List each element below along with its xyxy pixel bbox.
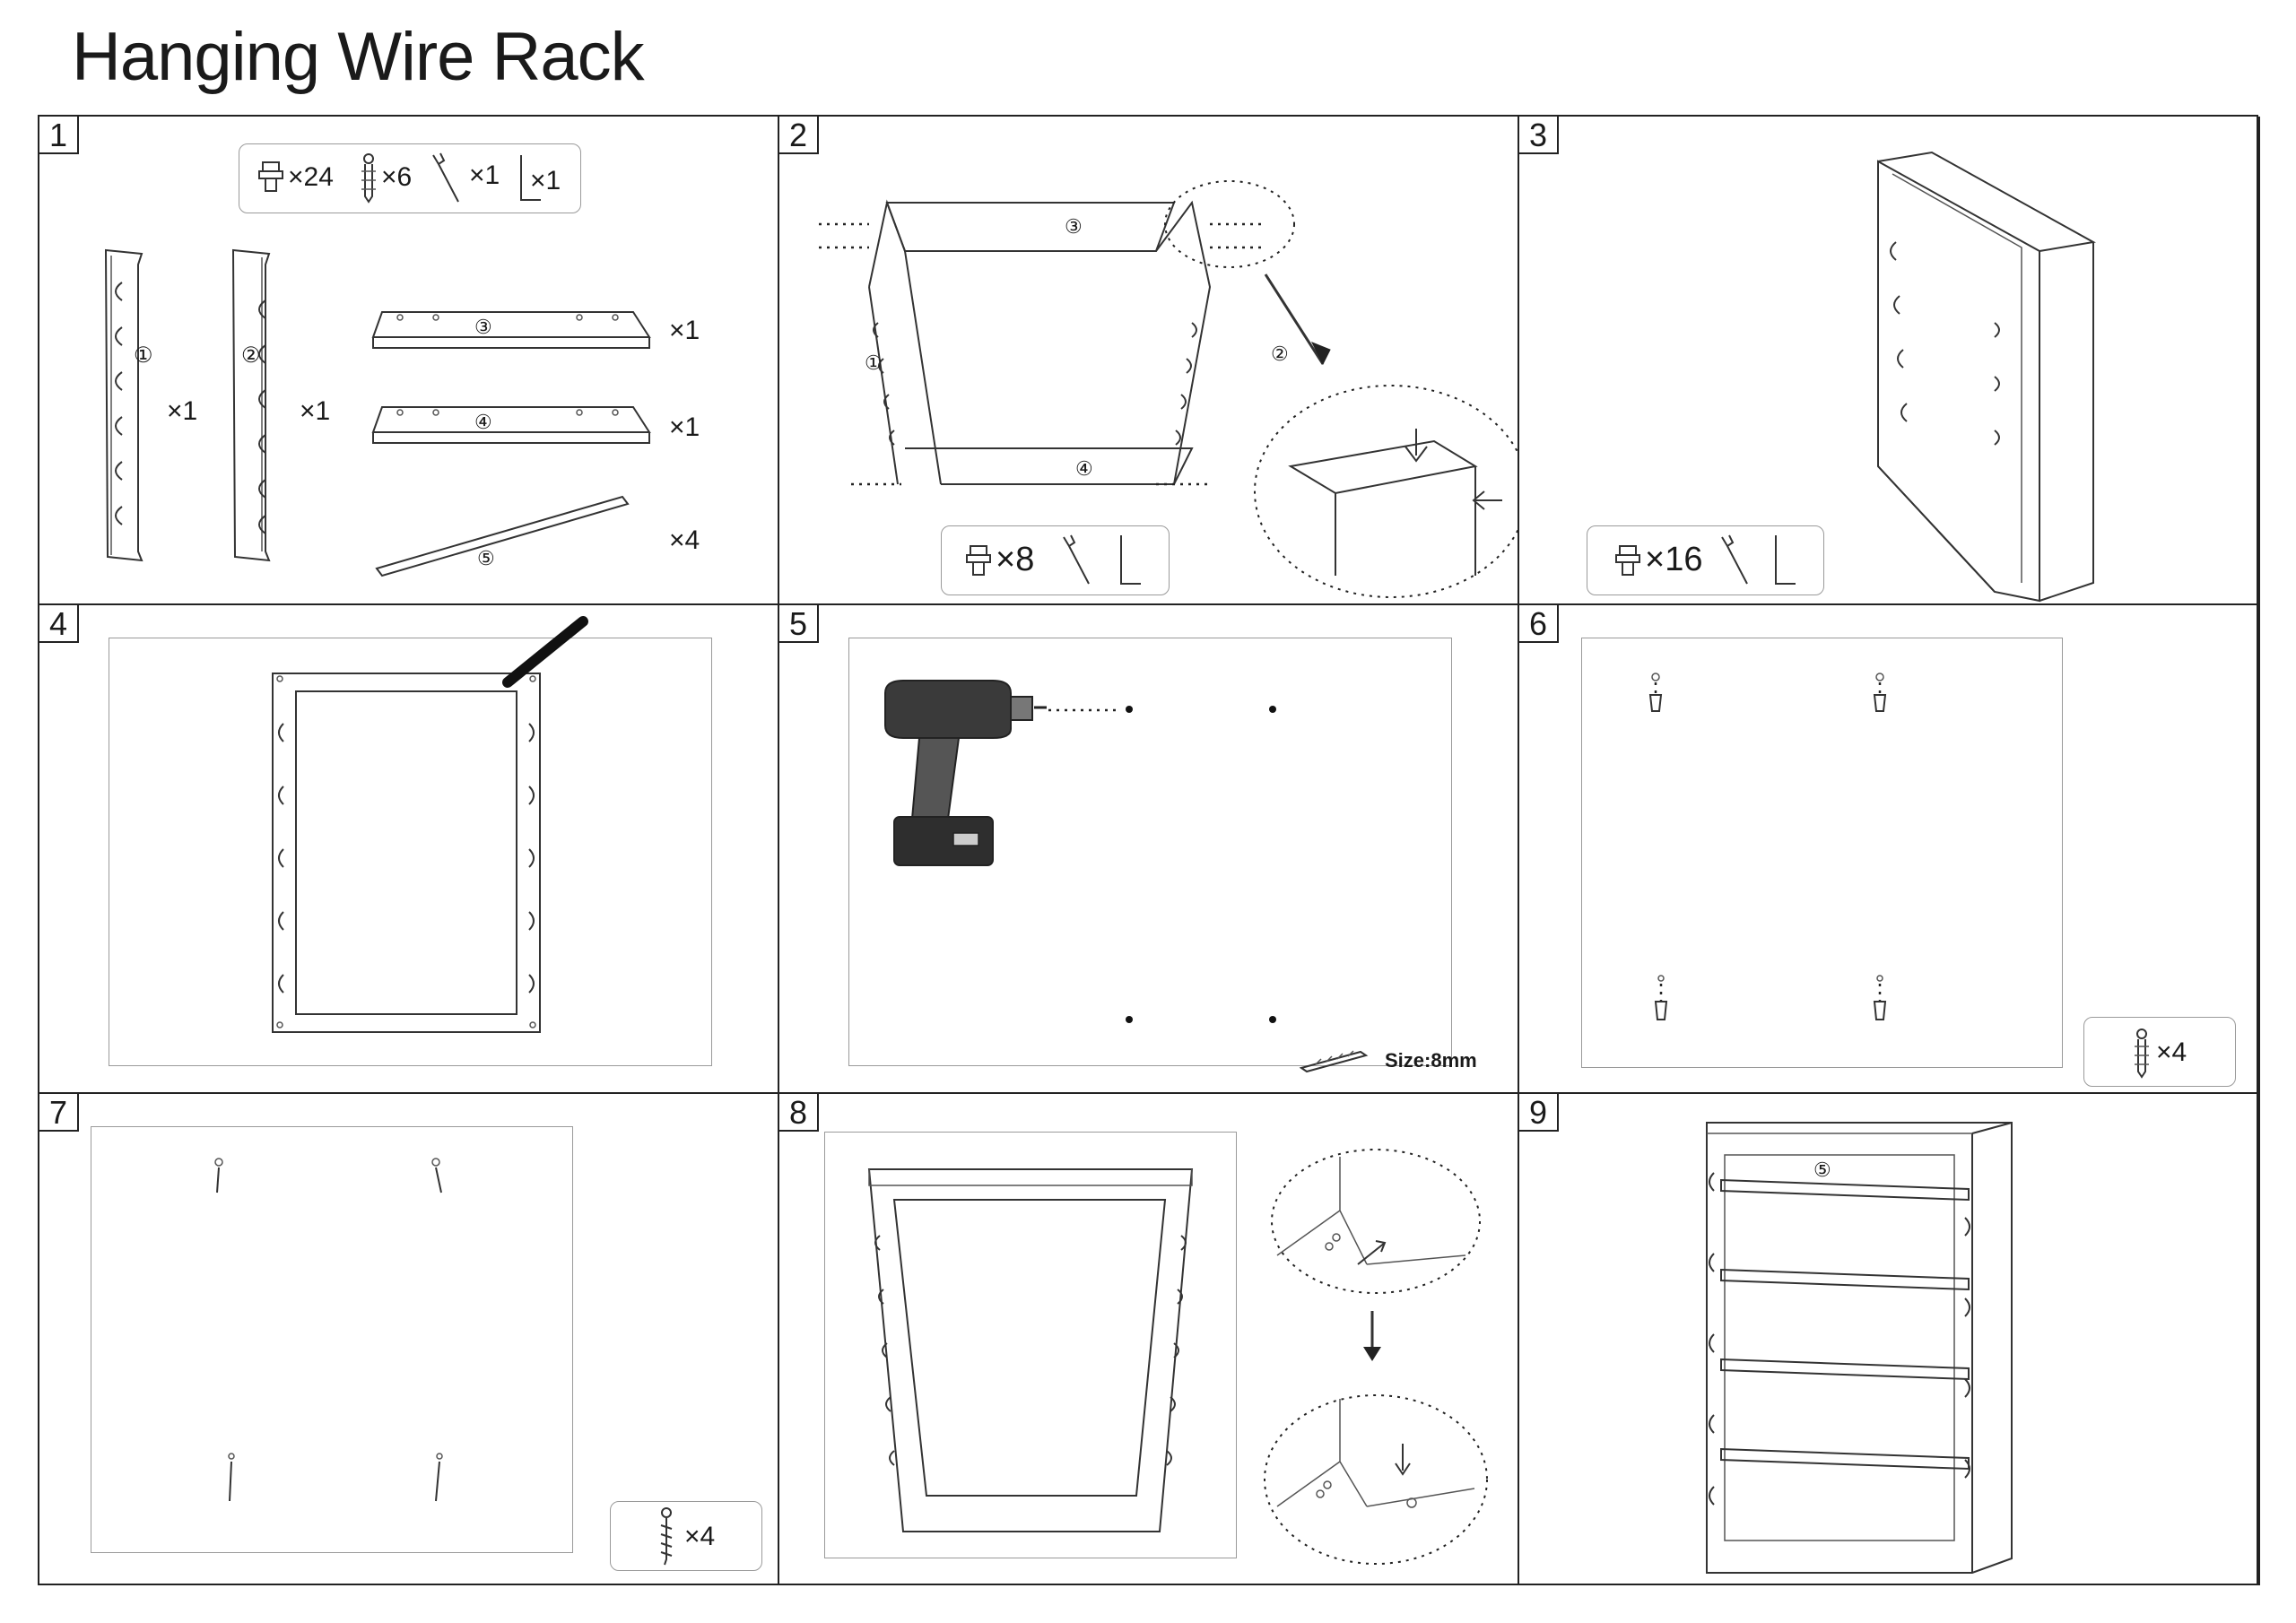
step-5-panel: 5 Size:8mm: [779, 605, 1519, 1094]
page-title: Hanging Wire Rack: [72, 19, 645, 95]
part-marker-4: ④: [474, 411, 492, 433]
step-number: 6: [1519, 605, 1559, 643]
wall-area: [109, 638, 712, 1066]
step-7-panel: 7 ×4: [39, 1094, 779, 1585]
hardware-kit: ×24 ×6 ×1 ×1: [239, 143, 581, 213]
bolt-qty: ×8: [996, 541, 1035, 578]
top-rail-3: [371, 311, 651, 349]
bottom-rail-4: [371, 406, 651, 444]
drill-bit-icon: [1299, 1050, 1369, 1073]
step-9-panel: 9 ⑤: [1519, 1094, 2260, 1585]
screw-icon: [660, 1507, 673, 1566]
part-qty-5: ×4: [669, 525, 700, 555]
step-number: 1: [39, 117, 79, 154]
bolt-icon: [258, 161, 283, 192]
hardware-kit: ×4: [2083, 1017, 2236, 1087]
hardware-kit: ×8: [941, 525, 1170, 595]
part-qty-2: ×1: [300, 396, 331, 426]
screw-qty: ×4: [684, 1522, 716, 1551]
anchor-qty: ×6: [381, 162, 413, 192]
bolt-icon: [1615, 545, 1640, 576]
frame-on-wall: [272, 673, 541, 1033]
part-marker-5: ⑤: [1813, 1159, 1831, 1181]
wall-anchor-icon: [361, 153, 376, 204]
drill-hole-marks: [1126, 706, 1276, 713]
hanging-detail-callouts: [1264, 1149, 1488, 1565]
hanging-rod-5: [375, 495, 630, 577]
step-number: 8: [779, 1094, 819, 1132]
bolt-qty: ×16: [1645, 541, 1703, 578]
anchor-insertion-marks: [1648, 673, 1887, 1020]
side-panel-right: [231, 248, 271, 562]
step-number: 9: [1519, 1094, 1559, 1132]
part-marker-1: ①: [865, 352, 883, 374]
drill-size-label: Size:8mm: [1385, 1049, 1477, 1072]
drill-hole-marks-bottom: [1126, 1016, 1276, 1023]
wall-area: [1581, 638, 2063, 1068]
side-panel-left: [104, 248, 144, 562]
step-4-panel: 4: [39, 605, 779, 1094]
step-1-panel: 1 ×24 ×6 ×1 ×1: [39, 117, 779, 605]
wrench-icon: [1721, 534, 1748, 585]
step-6-panel: 6 ×4: [1519, 605, 2260, 1094]
assembled-frame-diagram: [1877, 151, 2096, 603]
part-marker-1: ①: [134, 343, 153, 368]
step-8-panel: 8: [779, 1094, 1519, 1585]
hardware-kit: ×4: [610, 1501, 762, 1571]
part-marker-2: ②: [1271, 343, 1289, 365]
anchor-qty: ×4: [2156, 1037, 2187, 1067]
step-number: 7: [39, 1094, 79, 1132]
part-marker-3: ③: [1065, 215, 1083, 238]
part-qty-4: ×1: [669, 412, 700, 442]
part-marker-3: ③: [474, 316, 492, 338]
bolt-icon: [966, 545, 991, 576]
part-qty-3: ×1: [669, 316, 700, 345]
wrench-qty: ×1: [469, 161, 500, 190]
step-2-panel: 2 ③ ① ② ④: [779, 117, 1519, 605]
frame-assembly-diagram: [819, 199, 1264, 486]
hardware-kit: ×16: [1587, 525, 1824, 595]
bolt-qty: ×24: [288, 162, 334, 192]
wrench-icon: [1063, 534, 1090, 585]
hex-key-icon: [520, 155, 541, 201]
pencil-icon: [502, 616, 588, 688]
finished-rack-diagram: [1706, 1122, 2013, 1574]
wrench-icon: [432, 152, 459, 203]
screw-insertion-marks: [214, 1158, 443, 1502]
step-number: 5: [779, 605, 819, 643]
part-qty-1: ×1: [167, 396, 198, 426]
part-marker-2: ②: [241, 343, 261, 368]
step-3-panel: 3 ×16: [1519, 117, 2260, 605]
hex-key-icon: [1120, 535, 1141, 585]
wall-area: [824, 1132, 1237, 1558]
detail-callout: [1164, 180, 1518, 598]
drill-guide-line: [1048, 708, 1120, 712]
instruction-grid: 1 ×24 ×6 ×1 ×1: [38, 115, 2260, 1585]
wall-anchor-icon: [2135, 1028, 2149, 1079]
step-number: 3: [1519, 117, 1559, 154]
hex-key-qty: ×1: [530, 166, 561, 195]
frame-hung-on-wall: [867, 1168, 1194, 1532]
wall-area: [91, 1126, 573, 1553]
part-marker-5: ⑤: [477, 547, 495, 569]
part-marker-4: ④: [1075, 457, 1093, 480]
wall-area: [848, 638, 1452, 1066]
hex-key-icon: [1775, 535, 1796, 585]
power-drill-icon: [884, 680, 1047, 866]
step-number: 2: [779, 117, 819, 154]
step-number: 4: [39, 605, 79, 643]
